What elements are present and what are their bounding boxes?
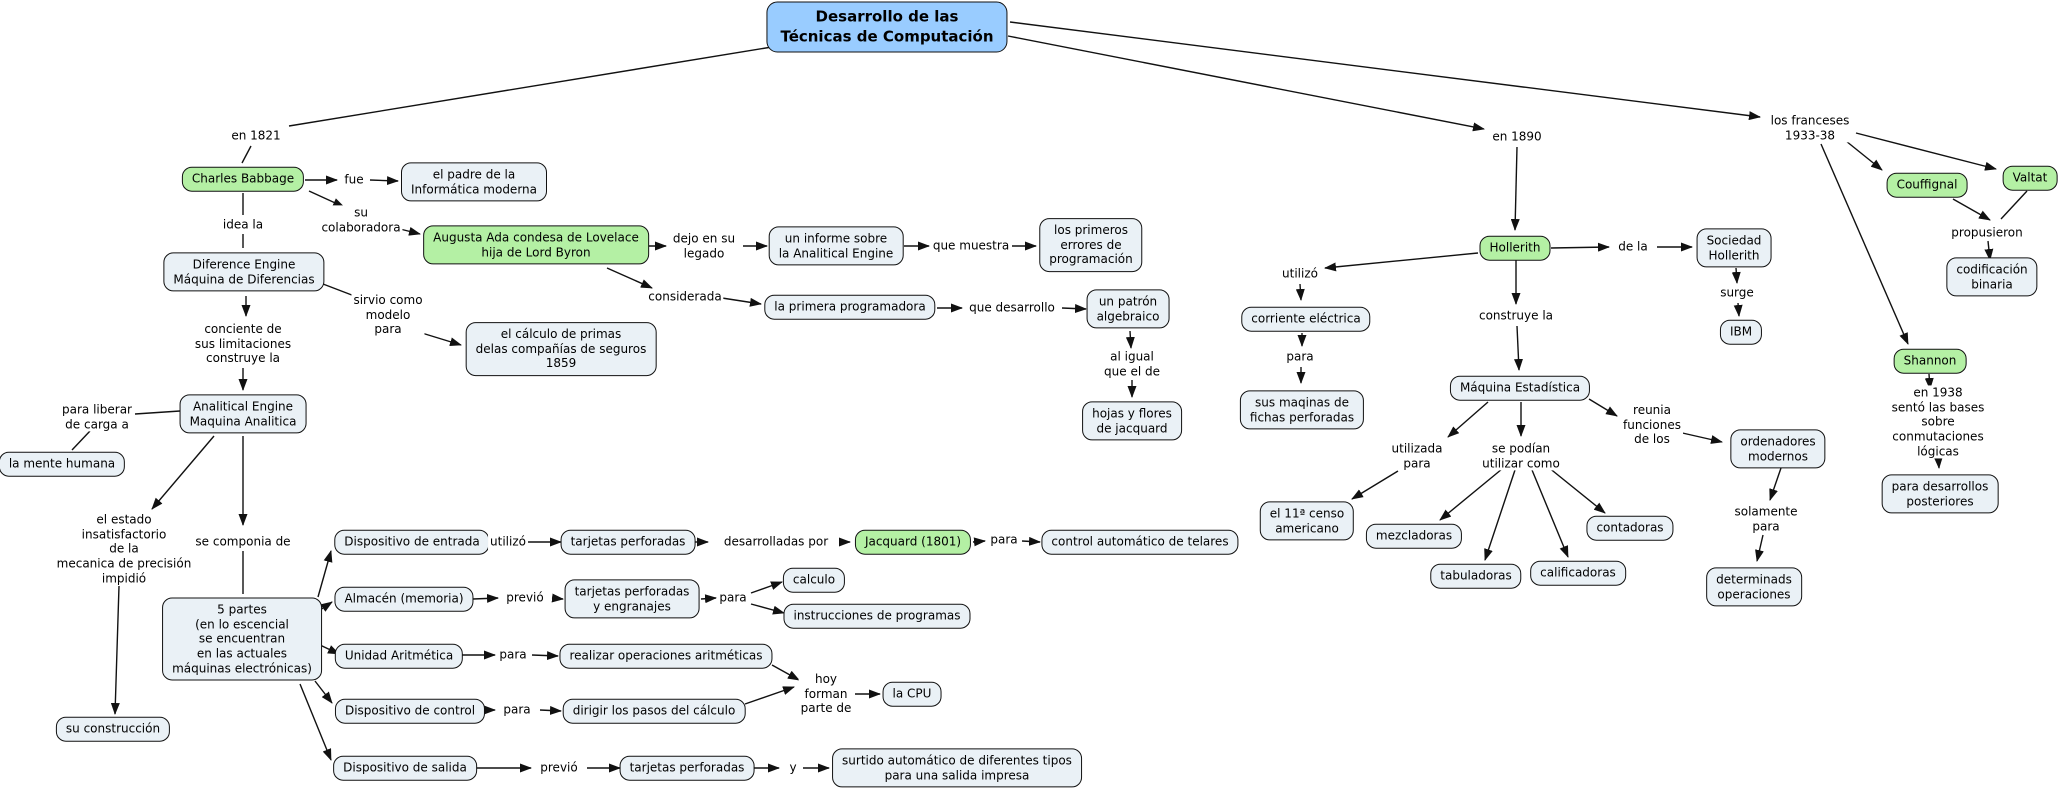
link-label-para-1[interactable]: para bbox=[988, 532, 1020, 548]
node-ibm[interactable]: IBM bbox=[1719, 319, 1763, 345]
node-su-construccion[interactable]: su construcción bbox=[55, 716, 171, 742]
link-label-reunia-funciones[interactable]: reunia funciones de los bbox=[1621, 403, 1683, 447]
node-almacen-memoria[interactable]: Almacén (memoria) bbox=[334, 586, 474, 612]
link-label-sirvio-como-modelo[interactable]: sirvio como modelo para bbox=[351, 293, 425, 337]
node-realizar-operaciones[interactable]: realizar operaciones aritméticas bbox=[559, 643, 773, 669]
link-label-idea-la[interactable]: idea la bbox=[220, 217, 266, 233]
node-hojas-y-flores[interactable]: hojas y flores de jacquard bbox=[1082, 401, 1182, 441]
node-maquinas-fichas[interactable]: sus maqinas de fichas perforadas bbox=[1239, 390, 1365, 430]
node-sociedad-hollerith[interactable]: Sociedad Hollerith bbox=[1696, 228, 1772, 268]
link-label-en-1890[interactable]: en 1890 bbox=[1490, 129, 1544, 145]
node-corriente-electrica[interactable]: corriente eléctrica bbox=[1241, 306, 1371, 332]
node-instrucciones-programas[interactable]: instrucciones de programas bbox=[783, 603, 971, 629]
node-la-mente-humana[interactable]: la mente humana bbox=[0, 451, 126, 477]
link-label-de-la[interactable]: de la bbox=[1616, 239, 1650, 255]
link-label-para-3[interactable]: para bbox=[497, 647, 529, 663]
link-label-construye-la[interactable]: construye la bbox=[1476, 308, 1556, 324]
node-calculo[interactable]: calculo bbox=[782, 567, 846, 593]
node-jacquard[interactable]: Jacquard (1801) bbox=[854, 529, 972, 555]
link-label-solamente-para[interactable]: solamente para bbox=[1732, 504, 1800, 534]
link-label-que-muestra[interactable]: que muestra bbox=[930, 238, 1012, 254]
link-label-desarrolladas-por[interactable]: desarrolladas por bbox=[721, 534, 831, 550]
link-label-para-2[interactable]: para bbox=[717, 590, 749, 606]
node-desarrollos-posteriores[interactable]: para desarrollos posteriores bbox=[1881, 474, 1999, 514]
node-dispositivo-salida[interactable]: Dispositivo de salida bbox=[333, 755, 477, 781]
node-couffignal[interactable]: Couffignal bbox=[1886, 172, 1968, 198]
link-label-previo-2[interactable]: previó bbox=[538, 760, 580, 776]
node-tarjetas-engranajes[interactable]: tarjetas perforadas y engranajes bbox=[564, 579, 700, 619]
link-label-surge[interactable]: surge bbox=[1718, 285, 1756, 301]
link-label-utilizo-1[interactable]: utilizó bbox=[488, 534, 528, 550]
node-calificadoras[interactable]: calificadoras bbox=[1530, 560, 1626, 586]
link-label-utilizo-2[interactable]: utilizó bbox=[1280, 266, 1320, 282]
node-hollerith[interactable]: Hollerith bbox=[1479, 235, 1551, 261]
node-calculo-de-primas[interactable]: el cálculo de primas delas compañías de … bbox=[465, 322, 657, 376]
node-mezcladoras[interactable]: mezcladoras bbox=[1365, 523, 1463, 549]
node-el-padre-informatica[interactable]: el padre de la Informática moderna bbox=[401, 162, 547, 202]
node-augusta-ada[interactable]: Augusta Ada condesa de Lovelace hija de … bbox=[423, 225, 649, 265]
link-label-considerada[interactable]: considerada bbox=[646, 289, 724, 305]
link-label-propusieron[interactable]: propusieron bbox=[1949, 225, 2025, 241]
node-maquina-estadistica[interactable]: Máquina Estadística bbox=[1449, 375, 1591, 401]
node-control-telares[interactable]: control automático de telares bbox=[1041, 529, 1239, 555]
map-title: Desarrollo de las Técnicas de Computació… bbox=[766, 1, 1008, 53]
node-unidad-aritmetica[interactable]: Unidad Aritmética bbox=[334, 643, 464, 669]
link-label-fue[interactable]: fue bbox=[342, 172, 366, 188]
node-patron-algebraico[interactable]: un patrón algebraico bbox=[1086, 289, 1170, 329]
link-label-al-igual[interactable]: al igual que el de bbox=[1102, 349, 1162, 379]
node-primera-programadora[interactable]: la primera programadora bbox=[764, 294, 936, 320]
node-valtat[interactable]: Valtat bbox=[2002, 165, 2058, 191]
node-la-cpu[interactable]: la CPU bbox=[882, 681, 942, 707]
node-codificacion-binaria[interactable]: codificación binaria bbox=[1946, 257, 2038, 297]
link-label-para-4[interactable]: para bbox=[501, 702, 533, 718]
node-5-partes[interactable]: 5 partes (en lo escencial se encuentran … bbox=[162, 597, 322, 681]
node-censo-americano[interactable]: el 11ª censo americano bbox=[1259, 501, 1355, 541]
link-label-que-desarrollo[interactable]: que desarrollo bbox=[967, 300, 1057, 316]
link-label-se-podian[interactable]: se podían utilizar como bbox=[1480, 441, 1562, 471]
link-label-dejo-en-su-legado[interactable]: dejo en su legado bbox=[670, 231, 738, 261]
link-label-utilizada-para[interactable]: utilizada para bbox=[1389, 441, 1445, 471]
link-label-para-5[interactable]: para bbox=[1284, 349, 1316, 365]
link-label-para-liberar[interactable]: para liberar de carga a bbox=[60, 402, 134, 432]
node-analitical-engine[interactable]: Analitical Engine Maquina Analitica bbox=[179, 394, 307, 434]
link-label-los-franceses[interactable]: los franceses 1933-38 bbox=[1768, 113, 1852, 143]
link-label-y[interactable]: y bbox=[787, 760, 799, 776]
link-label-se-componia-de[interactable]: se componia de bbox=[193, 534, 293, 550]
link-label-previo-1[interactable]: previó bbox=[504, 590, 546, 606]
node-tarjetas-perforadas-1[interactable]: tarjetas perforadas bbox=[560, 529, 696, 555]
node-shannon[interactable]: Shannon bbox=[1893, 348, 1967, 374]
node-dirigir-pasos[interactable]: dirigir los pasos del cálculo bbox=[562, 698, 746, 724]
link-label-el-estado-insatisfactorio[interactable]: el estado insatisfactorio de la mecanica… bbox=[54, 512, 194, 586]
node-diference-engine[interactable]: Diference Engine Máquina de Diferencias bbox=[163, 252, 325, 292]
link-label-en-1938[interactable]: en 1938 sentó las bases sobre conmutacio… bbox=[1877, 385, 1999, 459]
node-un-informe[interactable]: un informe sobre la Analitical Engine bbox=[768, 226, 904, 266]
link-label-conciente[interactable]: conciente de sus limitaciones construye … bbox=[192, 322, 294, 366]
node-surtido-automatico[interactable]: surtido automático de diferentes tipos p… bbox=[832, 748, 1082, 788]
node-contadoras[interactable]: contadoras bbox=[1586, 515, 1674, 541]
node-charles-babbage[interactable]: Charles Babbage bbox=[181, 166, 305, 192]
node-dispositivo-control[interactable]: Dispositivo de control bbox=[334, 698, 486, 724]
node-primeros-errores[interactable]: los primeros errores de programación bbox=[1039, 218, 1143, 272]
node-tabuladoras[interactable]: tabuladoras bbox=[1430, 563, 1522, 589]
link-label-hoy-forman-parte[interactable]: hoy forman parte de bbox=[798, 672, 854, 716]
link-label-su-colaboradora[interactable]: su colaboradora bbox=[319, 205, 403, 235]
node-tarjetas-perforadas-2[interactable]: tarjetas perforadas bbox=[619, 755, 755, 781]
node-determinads-operaciones[interactable]: determinads operaciones bbox=[1706, 567, 1802, 607]
node-dispositivo-entrada[interactable]: Dispositivo de entrada bbox=[334, 529, 490, 555]
link-label-en-1821[interactable]: en 1821 bbox=[229, 128, 283, 144]
node-ordenadores-modernos[interactable]: ordenadores modernos bbox=[1730, 429, 1826, 469]
